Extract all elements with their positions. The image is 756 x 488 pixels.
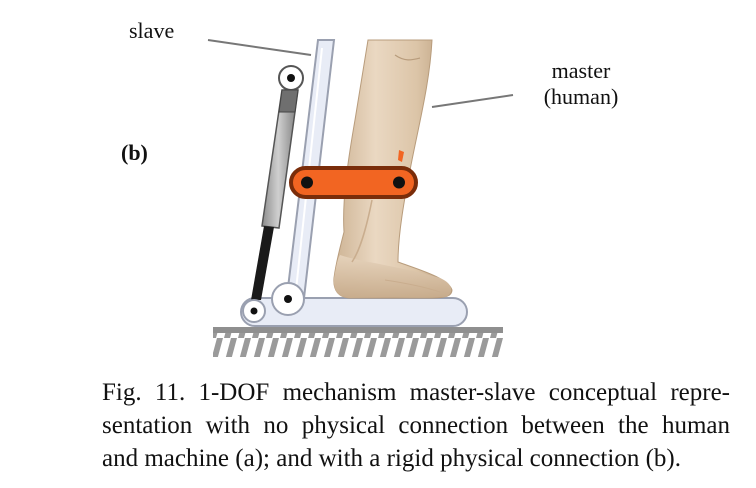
- ground-base: [213, 327, 503, 333]
- figure-caption: Fig. 11. 1-DOF mechanism master-slave co…: [102, 376, 730, 475]
- actuator-cylinder-cap: [278, 89, 299, 113]
- master-label: master (human): [526, 58, 636, 110]
- panel-label: (b): [121, 140, 148, 165]
- cuff-pin-left: [301, 176, 313, 189]
- caption-line-2: sentation with no physical connection be…: [102, 412, 730, 439]
- ankle-joint-pin: [284, 295, 292, 303]
- slave-label: slave: [129, 18, 175, 43]
- heel-joint-pin: [250, 307, 258, 315]
- leg-marker: [398, 150, 404, 162]
- ground-hatch: [213, 333, 503, 357]
- actuator-top-pin: [287, 74, 295, 82]
- exoskeleton-diagram: [207, 39, 514, 357]
- calf-contour: [351, 199, 373, 263]
- actuator-rod: [251, 226, 274, 300]
- master-label-line1: master: [551, 58, 611, 83]
- caption-line-1: Fig. 11. 1-DOF mechanism master-slave co…: [102, 379, 730, 406]
- caption-line-3: and machine (a); and with a rigid physic…: [102, 445, 681, 472]
- cuff-pin-right: [393, 176, 405, 189]
- master-leader-line: [431, 94, 514, 108]
- knee-contour: [394, 54, 421, 61]
- master-label-line2: (human): [543, 84, 619, 109]
- slave-leader-line: [207, 39, 312, 56]
- rigid-cuff: [289, 166, 418, 199]
- toe-contour: [384, 279, 441, 293]
